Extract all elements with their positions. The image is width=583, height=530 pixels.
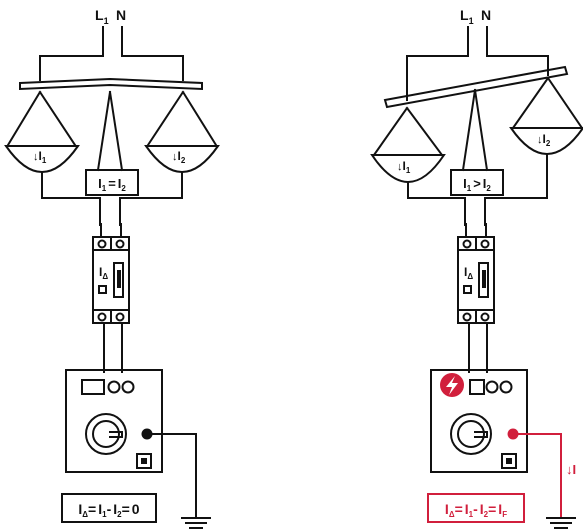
supply-l-label: L1 [460, 7, 474, 26]
pan2-wire [119, 171, 183, 226]
left-balanced-circuit: L1 N I1=I2 ↓I1 ↓I2 IΔ [4, 7, 220, 529]
tester-device [430, 369, 528, 473]
n-wire-left [121, 26, 184, 81]
rcd-label: IΔ [464, 265, 473, 281]
compare-box [450, 169, 504, 196]
result-formula: IΔ=I1-I2=IF [445, 501, 507, 519]
result-box [427, 493, 525, 523]
pan1-strings [6, 90, 77, 147]
pan2-label: ↓I2 [172, 149, 186, 165]
supply-l-label: L1 [95, 7, 109, 26]
rcd-output-wires [468, 322, 488, 373]
balance-beam [19, 77, 203, 91]
result-box [61, 493, 157, 523]
pan1-label: ↓I1 [397, 159, 411, 175]
compare-box [85, 169, 139, 196]
tester-device [65, 369, 163, 473]
ground-icon [546, 517, 576, 529]
supply-n-label: N [481, 7, 491, 23]
rcd-device: IΔ [92, 236, 130, 324]
pan2-strings [146, 90, 218, 147]
supply-n-label: N [116, 7, 126, 23]
pan2-strings [511, 76, 583, 130]
pan1-wire [41, 171, 101, 226]
pan2-wire [484, 153, 548, 226]
l-wire-left [39, 26, 104, 81]
l-wire-right [406, 26, 469, 101]
n-wire-right [486, 26, 549, 76]
balance-beam [383, 65, 569, 109]
fault-terminal [507, 428, 519, 440]
pan1-label: ↓I1 [33, 149, 47, 165]
pan2-label: ↓I2 [537, 132, 551, 148]
compare-label: I1=I2 [98, 176, 126, 193]
pan1-wire [407, 181, 466, 226]
balance-post [96, 90, 124, 172]
ground-icon [181, 517, 211, 529]
tester-ground-wire [151, 433, 197, 519]
rcd-label: IΔ [99, 265, 108, 281]
pan1-strings [372, 106, 444, 157]
lightning-bolt-icon [440, 373, 464, 397]
rcd-device: IΔ [457, 236, 495, 324]
fault-current-label: ↓I [566, 462, 576, 477]
result-formula: IΔ=I1-I2=0 [78, 501, 139, 519]
compare-label: I1>I2 [463, 176, 491, 193]
fault-ground-wire [517, 433, 562, 519]
rcd-output-wires [103, 322, 123, 373]
balance-post [461, 88, 489, 172]
right-fault-circuit: L1 N I1>I2 ↓I1 ↓I2 IΔ [370, 7, 583, 529]
